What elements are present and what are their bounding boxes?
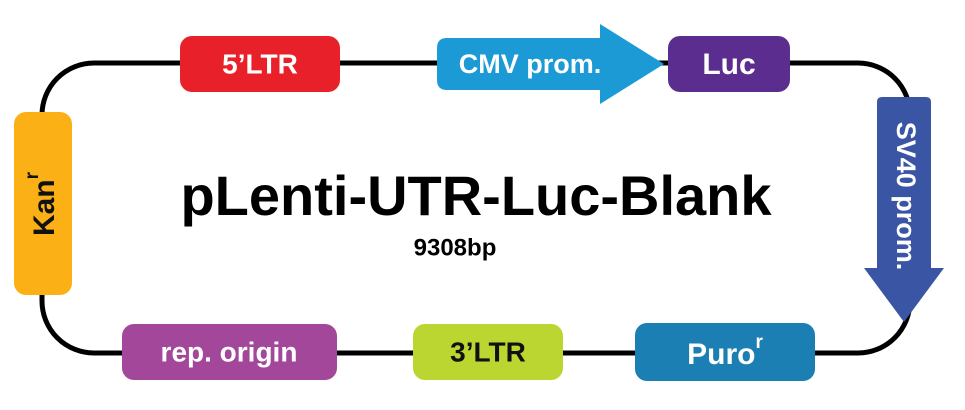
feature-sv40-arrow <box>864 97 944 322</box>
feature-cmv-label: CMV prom. <box>459 49 602 79</box>
feature-5ltr-box <box>180 36 340 92</box>
feature-kan-box <box>14 112 72 295</box>
feature-5ltr: 5’LTR <box>180 36 340 92</box>
feature-rep-origin-box <box>122 324 337 380</box>
feature-kan: Kanr <box>14 112 72 295</box>
feature-5ltr-label: 5’LTR <box>222 48 298 79</box>
feature-puro-box <box>635 323 815 381</box>
plasmid-size: 9308bp <box>414 234 497 261</box>
feature-kan-label: Kanr <box>22 171 61 236</box>
feature-kan-superscript: r <box>22 171 43 179</box>
feature-cmv-promoter: CMV prom. <box>437 24 664 104</box>
feature-3ltr-label: 3’LTR <box>450 336 526 367</box>
feature-luc-label: Luc <box>702 48 755 81</box>
feature-rep-origin-label: rep. origin <box>161 336 298 367</box>
feature-luc: Luc <box>668 36 790 92</box>
feature-sv40-label: SV40 prom. <box>891 122 921 271</box>
feature-puro-name: Puro <box>687 338 755 371</box>
feature-puro-label: Puror <box>687 332 763 371</box>
feature-rep-origin: rep. origin <box>122 324 337 380</box>
feature-sv40-promoter: SV40 prom. <box>864 97 944 322</box>
feature-kan-name: Kan <box>28 179 61 236</box>
feature-3ltr-box <box>413 324 563 380</box>
plasmid-name: pLenti-UTR-Luc-Blank <box>180 164 772 227</box>
feature-3ltr: 3’LTR <box>413 324 563 380</box>
feature-puro: Puror <box>635 323 815 381</box>
feature-cmv-arrow <box>437 24 664 104</box>
feature-puro-superscript: r <box>755 332 763 353</box>
feature-luc-box <box>668 36 790 92</box>
